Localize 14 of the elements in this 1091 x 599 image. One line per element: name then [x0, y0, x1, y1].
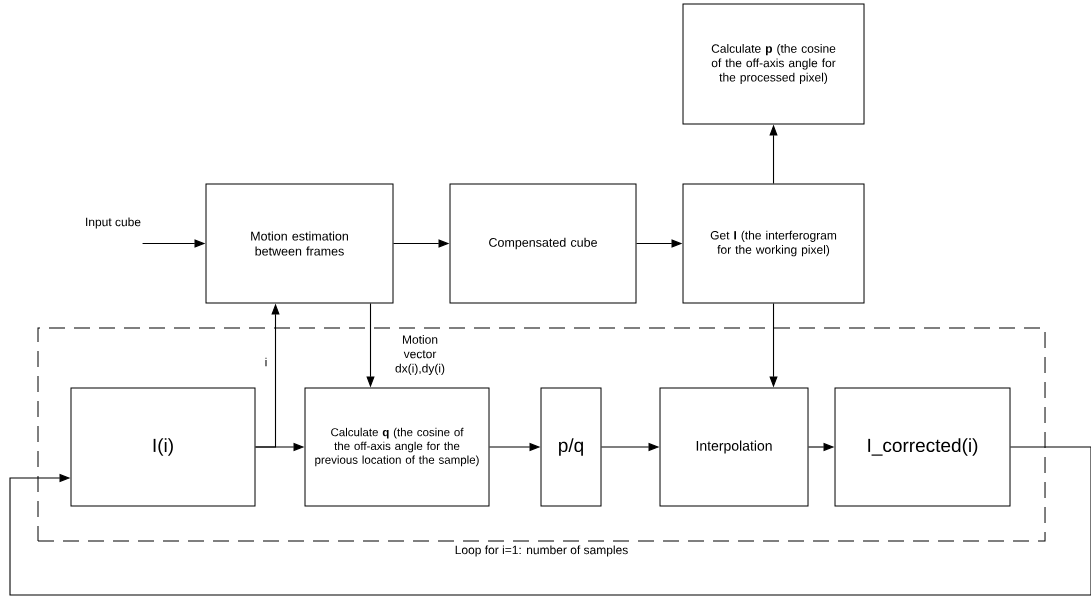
process-box: I_corrected(i): [834, 387, 1011, 507]
edge-label: Motion vector dx(i),dy(i): [388, 334, 452, 376]
process-box: p/q: [540, 387, 602, 507]
edge-label: i: [260, 356, 272, 368]
process-box: I(i): [70, 387, 256, 507]
process-box: Get I (the interferogram for the working pixel): [682, 183, 865, 304]
node-label: Loop for i=1: number of samples: [455, 545, 628, 557]
input-label: Input cube: [86, 217, 141, 229]
process-box: Interpolation: [659, 387, 809, 507]
process-box: Calculate q (the cosine of the off-axis angle for the previous location of the sample): [304, 387, 490, 507]
arrow: [9, 446, 1091, 596]
process-box: Calculate p (the cosine of the off-axis angle for the processed pixel): [682, 3, 865, 125]
process-box: Motion estimation between frames: [205, 183, 394, 304]
process-box: Compensated cube: [449, 183, 637, 304]
